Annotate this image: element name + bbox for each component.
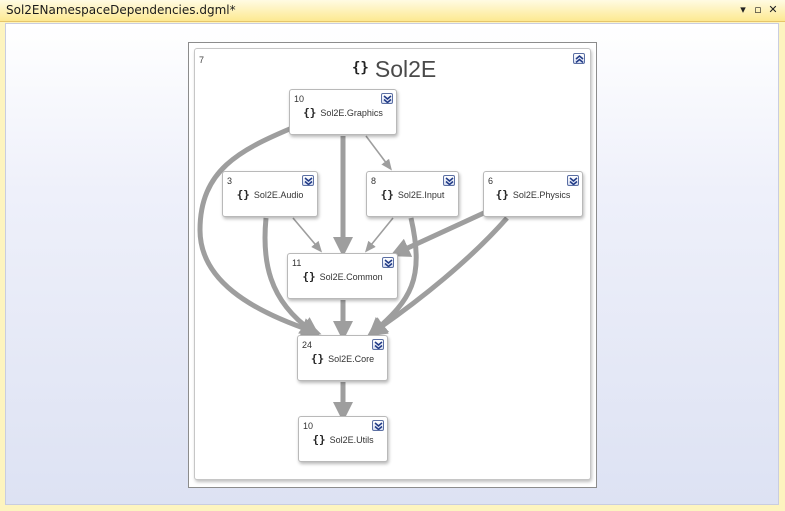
node-label-row: {}Sol2E.Input <box>367 188 458 201</box>
expand-down-icon[interactable] <box>443 175 455 186</box>
node-child-count: 11 <box>292 258 302 268</box>
document-title[interactable]: Sol2ENamespaceDependencies.dgml* <box>6 3 236 17</box>
edge-physics-common[interactable] <box>389 209 488 257</box>
node-label: Sol2E.Physics <box>512 190 571 200</box>
namespace-braces-icon: {} <box>352 60 369 76</box>
edge-graphics-input[interactable] <box>365 135 392 171</box>
group-child-count: 7 <box>199 55 205 65</box>
group-title: {} Sol2E <box>352 56 436 83</box>
node-label: Sol2E.Audio <box>253 190 304 200</box>
node-child-count: 24 <box>302 340 313 350</box>
edge-audio-common[interactable] <box>292 217 323 253</box>
namespace-braces-icon: {} <box>310 352 325 365</box>
node-label-row: {}Sol2E.Audio <box>223 188 317 201</box>
namespace-node-input[interactable]: 8{}Sol2E.Input <box>366 171 459 217</box>
expand-down-icon[interactable] <box>382 257 394 268</box>
expand-down-icon[interactable] <box>567 175 579 186</box>
namespace-node-common[interactable]: 11{}Sol2E.Common <box>287 253 398 299</box>
edge-input-common[interactable] <box>364 217 394 253</box>
node-label: Sol2E.Graphics <box>320 108 383 118</box>
document-tab-bar: Sol2ENamespaceDependencies.dgml* ▾ ▫ ✕ <box>0 0 785 22</box>
edge-physics-core[interactable] <box>366 216 509 337</box>
expand-down-icon[interactable] <box>381 93 393 104</box>
namespace-braces-icon: {} <box>303 106 317 119</box>
namespace-braces-icon: {} <box>236 188 250 201</box>
node-label-row: {}Sol2E.Core <box>298 352 387 365</box>
node-child-count: 10 <box>303 421 314 431</box>
namespace-node-utils[interactable]: 10 {}Sol2E.Utils <box>298 416 388 462</box>
node-label: Sol2E.Utils <box>329 435 374 445</box>
node-label-row: {}Sol2E.Utils <box>299 433 387 446</box>
namespace-node-physics[interactable]: 6{}Sol2E.Physics <box>483 171 583 217</box>
edge-graphics-core[interactable] <box>197 125 322 338</box>
namespace-node-core[interactable]: 24 {}Sol2E.Core <box>297 335 388 381</box>
node-label: Sol2E.Input <box>397 190 445 200</box>
maximize-icon[interactable]: ▫ <box>754 3 762 16</box>
namespace-node-graphics[interactable]: 10 {}Sol2E.Graphics <box>289 89 397 135</box>
group-title-text: Sol2E <box>374 56 437 82</box>
node-child-count: 3 <box>227 176 233 186</box>
expand-down-icon[interactable] <box>372 420 384 431</box>
namespace-node-audio[interactable]: 3{}Sol2E.Audio <box>222 171 318 217</box>
namespace-braces-icon: {} <box>495 188 509 201</box>
namespace-braces-icon: {} <box>312 433 326 446</box>
expand-down-icon[interactable] <box>302 175 314 186</box>
namespace-braces-icon: {} <box>302 270 316 283</box>
chevron-down-icon[interactable]: ▾ <box>740 3 746 16</box>
node-label: Sol2E.Core <box>328 354 375 364</box>
node-child-count: 8 <box>371 176 377 186</box>
namespace-braces-icon: {} <box>380 188 394 201</box>
node-child-count: 6 <box>488 176 494 186</box>
edge-audio-core[interactable] <box>262 217 321 337</box>
node-label-row: {}Sol2E.Common <box>288 270 397 283</box>
expand-down-icon[interactable] <box>372 339 384 350</box>
node-label: Sol2E.Common <box>319 272 383 282</box>
node-label-row: {}Sol2E.Graphics <box>290 106 396 119</box>
node-child-count: 10 <box>294 94 305 104</box>
node-label-row: {}Sol2E.Physics <box>484 188 582 201</box>
collapse-up-icon[interactable] <box>573 53 585 64</box>
close-icon[interactable]: ✕ <box>768 3 778 16</box>
